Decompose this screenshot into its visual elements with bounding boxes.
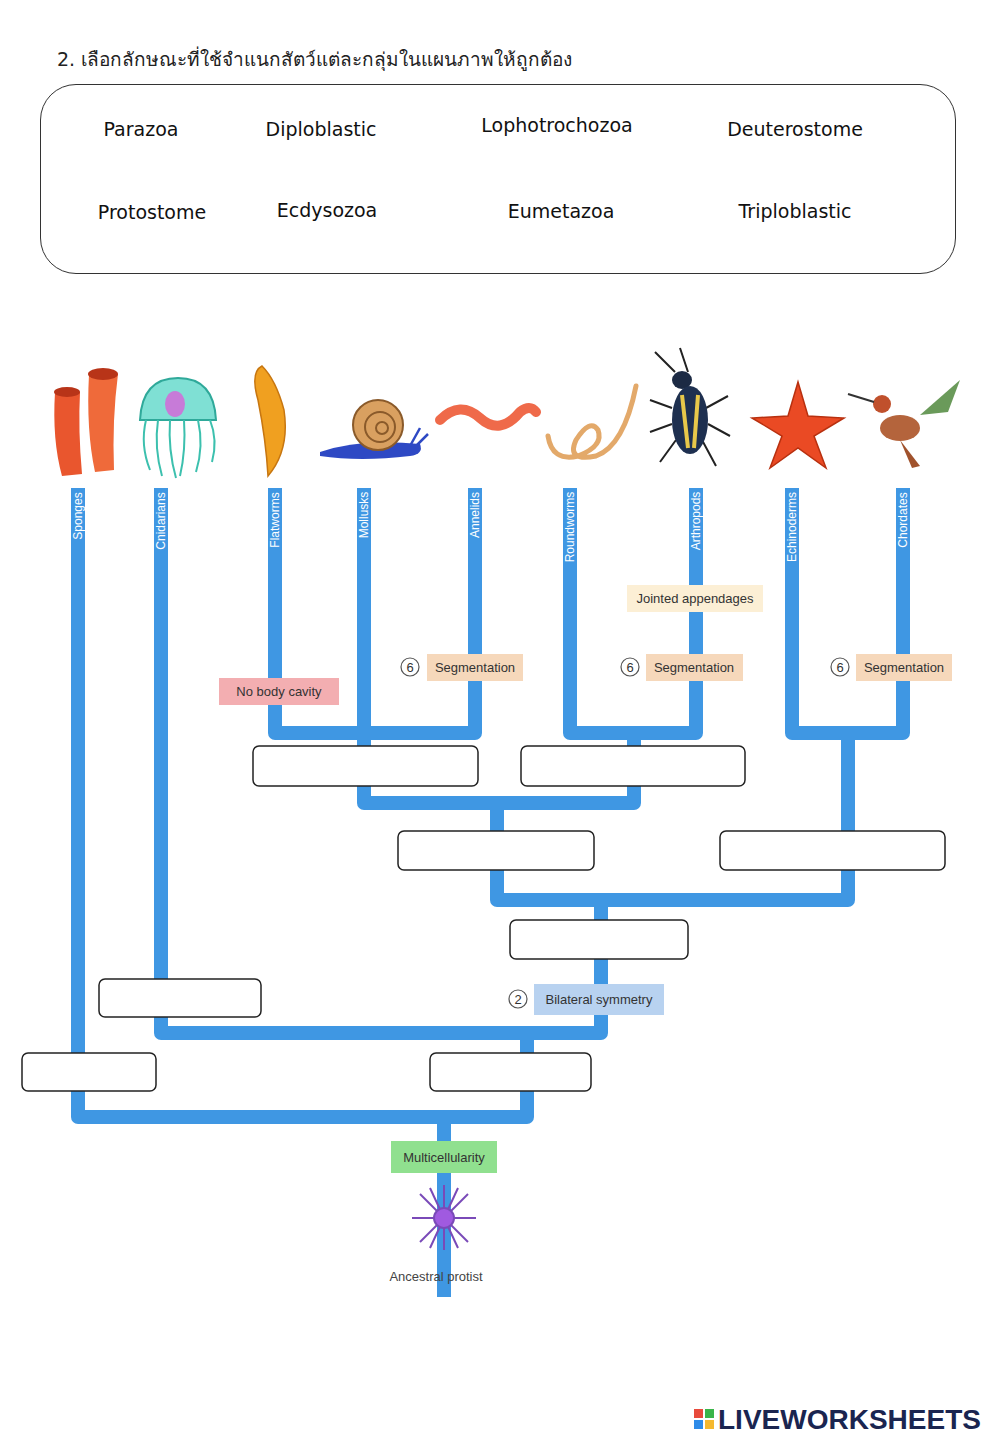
- trait-label: Bilateral symmetry: [534, 984, 664, 1015]
- word-choice: Diploblastic: [266, 118, 377, 140]
- trait-label: Segmentation: [427, 654, 523, 681]
- word-choice: Deuterostome: [727, 118, 863, 140]
- word-choice: Lophotrochozoa: [481, 114, 632, 136]
- roundworm-figure: [548, 386, 636, 457]
- snail-figure: [320, 400, 428, 459]
- answer-box: [521, 746, 745, 786]
- answer-boxes: [22, 746, 945, 1091]
- taxon-name: Echinoderms: [785, 492, 799, 562]
- taxon-name: Cnidarians: [154, 492, 168, 549]
- bird-figure: [848, 380, 960, 468]
- answer-box: [99, 979, 261, 1017]
- answer-box: [430, 1053, 591, 1091]
- insect-figure: [650, 348, 730, 466]
- watermark: LIVEWORKSHEETS: [718, 1404, 981, 1436]
- trait-label: Segmentation: [856, 654, 952, 681]
- callout-number: 6: [406, 660, 413, 675]
- taxon-name: Mollusks: [357, 492, 371, 539]
- trait-text: Segmentation: [864, 660, 944, 675]
- branch: [792, 488, 903, 733]
- taxon-name: Chordates: [896, 492, 910, 547]
- trait-text: Multicellularity: [403, 1150, 485, 1165]
- callout-number: 6: [626, 660, 633, 675]
- sponge-figure: [54, 368, 118, 476]
- starfish-figure: [752, 382, 844, 468]
- logo-icon: [694, 1409, 714, 1429]
- callout-circle: [831, 658, 849, 676]
- word-bank: Parazoa Diploblastic Lophotrochozoa Deutero…: [40, 84, 956, 274]
- jellyfish-figure: [140, 378, 216, 478]
- taxon-name: Annelids: [468, 492, 482, 538]
- tree-branches: [78, 488, 903, 1297]
- word-choice: Triploblastic: [739, 200, 852, 222]
- callout-circle: [509, 990, 527, 1008]
- answer-box: [720, 831, 945, 870]
- callout-number: 2: [514, 992, 521, 1007]
- word-choice: Protostome: [98, 201, 206, 223]
- trait-text: Bilateral symmetry: [546, 992, 653, 1007]
- trait-text: Jointed appendages: [636, 591, 753, 606]
- trait-text: Segmentation: [654, 660, 734, 675]
- callout-circle: [621, 658, 639, 676]
- answer-box: [253, 746, 478, 786]
- branch: [497, 733, 848, 900]
- taxon-name: Arthropods: [689, 492, 703, 551]
- callout-circle: [401, 658, 419, 676]
- ancestor-label: Ancestral protist: [389, 1269, 482, 1284]
- answer-box: [510, 920, 688, 959]
- answer-box: [398, 831, 594, 870]
- word-choice: Parazoa: [104, 118, 179, 140]
- trait-label: Segmentation: [646, 654, 743, 681]
- taxon-name: Flatworms: [268, 492, 282, 547]
- word-choice: Ecdysozoa: [277, 199, 378, 221]
- word-choice: Eumetazoa: [508, 200, 615, 222]
- trait-label: Multicellularity: [391, 1141, 497, 1173]
- annelid-figure: [440, 408, 536, 426]
- callout-circles: [401, 658, 849, 1008]
- answer-box: [22, 1053, 156, 1091]
- callout-number: 6: [836, 660, 843, 675]
- taxon-name: Sponges: [71, 492, 85, 539]
- trait-text: No body cavity: [236, 684, 321, 699]
- trait-label: No body cavity: [219, 678, 339, 705]
- taxon-name: Roundworms: [563, 492, 577, 563]
- protist-figure: [412, 1185, 476, 1250]
- worksheet-title: 2. เลือกลักษณะที่ใช้จำแนกสัตว์แต่ละกลุ่ม…: [57, 44, 572, 74]
- flatworm-figure: [255, 366, 285, 476]
- trait-label: Jointed appendages: [627, 585, 763, 612]
- trait-text: Segmentation: [435, 660, 515, 675]
